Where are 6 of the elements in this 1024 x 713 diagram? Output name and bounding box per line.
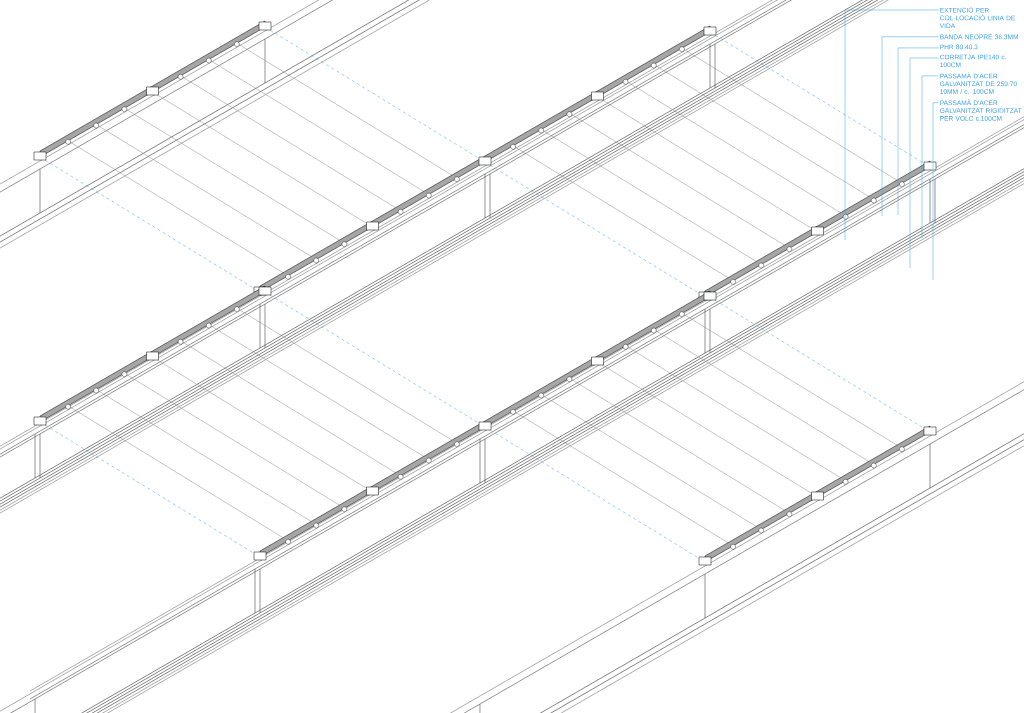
leader-line: [921, 75, 939, 239]
leader-line: [844, 9, 939, 241]
leader-line: [881, 36, 939, 217]
leader-line: [909, 57, 939, 269]
leader-line: [932, 102, 939, 281]
leader-line: [897, 47, 939, 216]
